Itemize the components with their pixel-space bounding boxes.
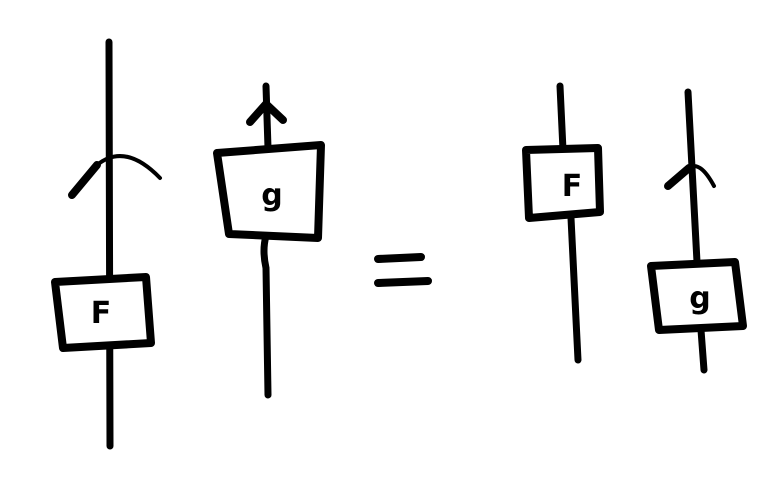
lhs-g-wire-bottom bbox=[260, 232, 272, 399]
lhs-g-box-label: g bbox=[261, 178, 282, 213]
lhs-wire-with-g-box: g bbox=[213, 82, 325, 399]
rhs-f-wire bbox=[556, 82, 582, 364]
rhs-wire-with-g-box: g bbox=[647, 88, 747, 374]
rhs-cap-mark bbox=[664, 164, 693, 190]
rhs-f-box-label: F bbox=[562, 169, 583, 204]
equals-top-bar bbox=[374, 253, 425, 263]
lhs-g-arrow-mark bbox=[246, 100, 287, 126]
rhs-wire-with-f-box: F bbox=[522, 82, 604, 364]
rhs-cap-arc bbox=[687, 164, 716, 188]
equals-sign bbox=[374, 253, 432, 287]
rhs-g-wire bbox=[684, 88, 708, 374]
rhs-f-box bbox=[522, 144, 604, 222]
lhs-f-wire bbox=[105, 38, 114, 450]
lhs-g-wire-top bbox=[262, 82, 272, 152]
equals-bottom-bar bbox=[374, 277, 432, 287]
lhs-wire-with-f-box: F bbox=[51, 38, 162, 450]
lhs-f-box-label: F bbox=[91, 296, 112, 331]
lhs-g-box bbox=[213, 141, 325, 242]
lhs-f-box bbox=[51, 273, 155, 352]
rhs-g-box-label: g bbox=[689, 281, 710, 316]
lhs-cap-arc bbox=[95, 154, 162, 180]
lhs-cap-mark bbox=[68, 161, 101, 199]
rhs-g-box bbox=[647, 258, 747, 334]
